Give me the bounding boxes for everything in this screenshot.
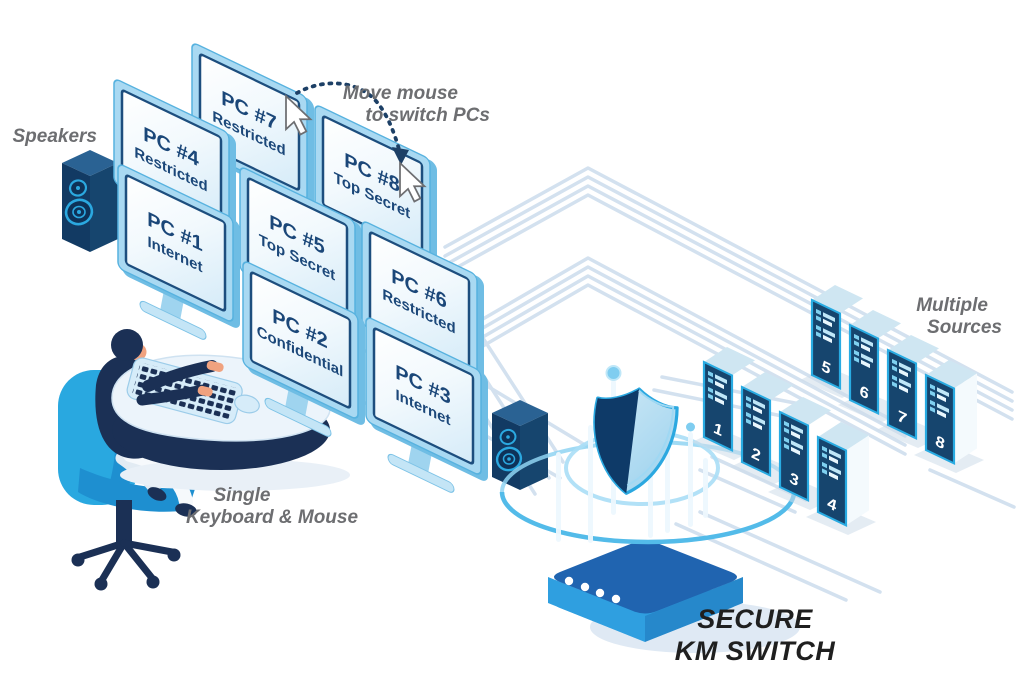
source-tower-6: 6 [838, 310, 908, 423]
switch-gesture-arrow [295, 81, 409, 165]
tower-number: 4 [827, 493, 837, 516]
secure-km-switch-label: SECURE KM SWITCH [675, 604, 835, 666]
monitor-pc2: PC #2 Confidential [242, 261, 365, 437]
multiple-sources-label: Multiple Sources [916, 295, 1002, 338]
antenna-ball [605, 365, 622, 381]
move-mouse-line1: Move mouse [343, 83, 459, 104]
monitor-pc1: PC #1 Internet [117, 164, 240, 340]
switch-label-line1: SECURE [697, 604, 813, 634]
source-tower-3: 3 [768, 397, 838, 510]
sources-label-line1: Multiple [916, 295, 988, 316]
antenna-ball [686, 422, 695, 432]
speaker-right-icon [492, 400, 548, 490]
tower-number: 6 [860, 381, 869, 404]
source-tower-8: 8 [914, 360, 984, 473]
single-keyboard-mouse-label: Single Keyboard & Mouse [186, 485, 359, 528]
speaker-left-icon [62, 150, 118, 252]
tower-number: 8 [936, 431, 945, 454]
switch-led-lights [564, 576, 621, 604]
tower-number: 7 [898, 406, 908, 429]
chair-star-base [76, 539, 176, 584]
head [111, 329, 143, 361]
mouse-cursor-icon [399, 160, 427, 203]
mouse-icon [234, 394, 260, 414]
monitor-pc3: PC #3 Internet [365, 317, 488, 493]
move-mouse-line2: to switch PCs [365, 105, 490, 126]
keyboard-label-line2: Keyboard & Mouse [186, 507, 359, 528]
monitor-pc8: PC #8 Top Secret [314, 105, 437, 269]
keyboard-label-line1: Single [213, 485, 270, 506]
tower-number: 1 [714, 418, 723, 440]
tower-number: 5 [822, 356, 831, 379]
sources-label-line2: Sources [927, 317, 1002, 338]
source-tower-4: 4 [806, 422, 876, 535]
mouse-cursor-icon [285, 93, 313, 136]
user-arms [136, 360, 224, 406]
speakers-label: Speakers [12, 126, 97, 147]
cable-bundle-monitors-to-front-sources [443, 256, 907, 456]
move-mouse-label: Move mouse to switch PCs [343, 83, 490, 126]
tower-number: 2 [751, 443, 761, 466]
switch-label-line2: KM SWITCH [675, 636, 835, 666]
shield-icon [593, 387, 679, 495]
monitor-pc4: PC #4 Restricted [113, 79, 236, 243]
monitor-pc6: PC #6 Restricted [361, 221, 484, 385]
monitor-pc5: PC #5 Top Secret [239, 167, 362, 331]
tower-number: 3 [790, 468, 799, 491]
